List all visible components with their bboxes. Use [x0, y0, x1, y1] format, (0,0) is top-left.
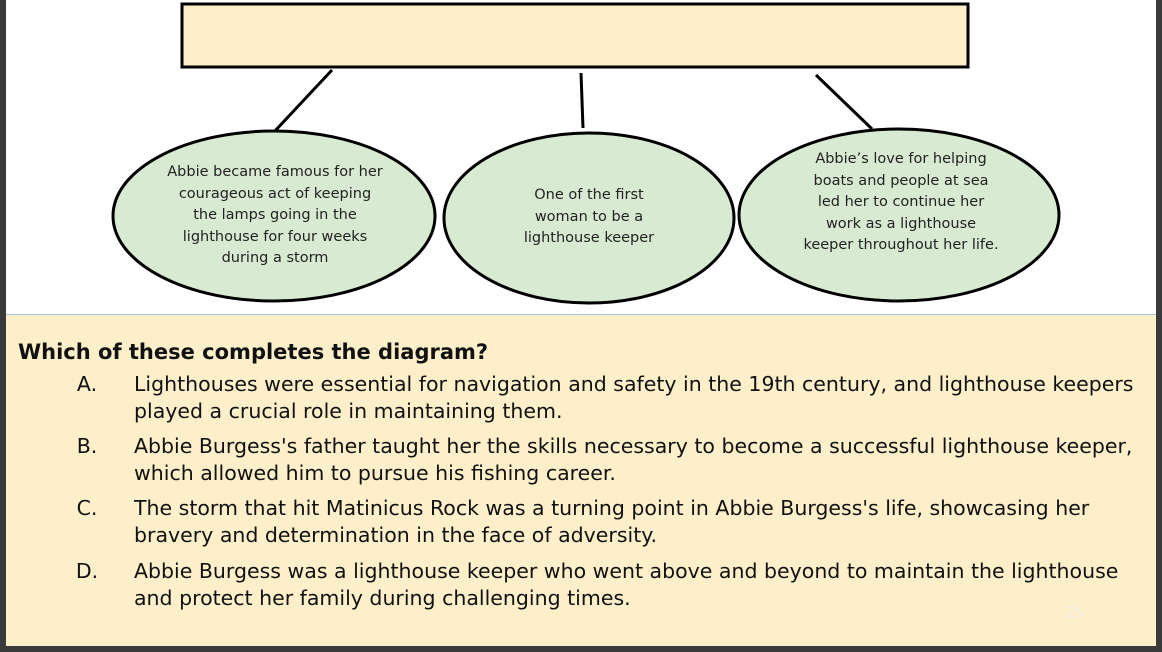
option-text: The storm that hit Matinicus Rock was a … [134, 496, 1090, 547]
diagram [111, 2, 1061, 305]
option-letter: B. [76, 434, 98, 458]
question-text: Which of these completes the diagram? [18, 340, 489, 364]
page-number: 25 [1066, 605, 1084, 621]
option-text: Abbie Burgess's father taught her the sk… [134, 434, 1133, 485]
question-panel: Which of these completes the diagram? A.… [6, 314, 1156, 646]
detail-bubble-1 [111, 129, 437, 303]
detail-bubble-2 [442, 131, 736, 305]
main-idea-box[interactable] [180, 2, 970, 69]
connector-line-right [814, 73, 874, 131]
option-text: Lighthouses were essential for navigatio… [134, 372, 1134, 423]
connector-line-middle [579, 72, 585, 129]
detail-bubble-3 [737, 127, 1061, 303]
detail-text-3: Abbie’s love for helping boats and peopl… [803, 151, 999, 253]
option-text: Abbie Burgess was a lighthouse keeper wh… [134, 559, 1119, 610]
option-letter: A. [76, 372, 98, 396]
connector-line-left [272, 68, 334, 134]
detail-text-2: One of the first woman to be a lighthous… [523, 187, 655, 246]
option-letter: C. [76, 496, 98, 520]
slide: Abbie became famous for her courageous a… [6, 0, 1156, 646]
detail-text-1: Abbie became famous for her courageous a… [167, 164, 383, 266]
option-letter: D. [75, 559, 99, 583]
